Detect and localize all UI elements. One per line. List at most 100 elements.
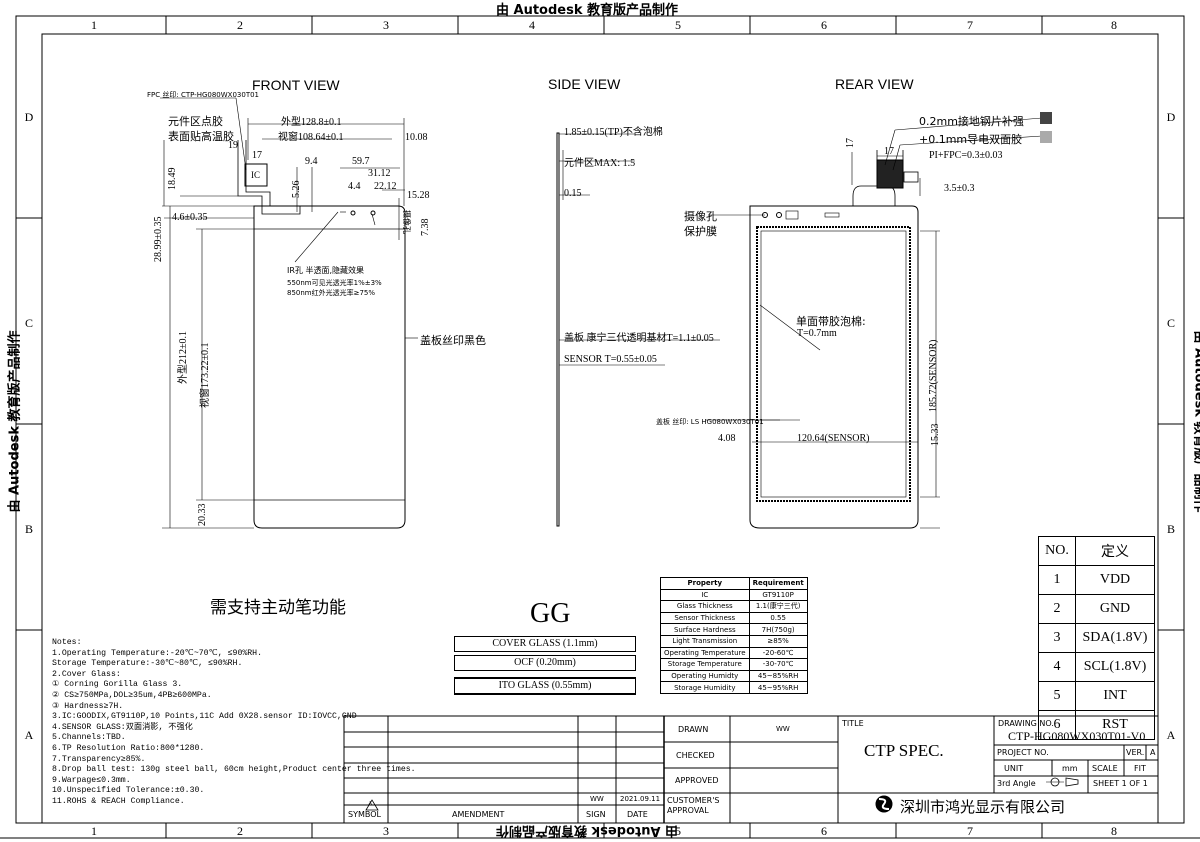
rear-dim-17b: 17 bbox=[884, 146, 894, 157]
title-label: TITLE bbox=[842, 719, 864, 728]
rear-cover-print: 盖板 丝印: LS HG080WX030T01 bbox=[656, 418, 764, 426]
rear-protective-film: 保护膜 bbox=[684, 225, 717, 238]
note-line: 11.ROHS & REACH Compliance. bbox=[52, 796, 185, 806]
pin-name: RST bbox=[1075, 710, 1155, 740]
rear-foam-note: 单面带胶泡棉: bbox=[796, 315, 866, 328]
drawn-by: WW bbox=[776, 725, 790, 733]
note-line: 4.SENSOR GLASS:双面消影, 不强化 bbox=[52, 722, 193, 732]
outer-width-dim: 外型128.8±0.1 bbox=[281, 117, 342, 128]
date-header: DATE bbox=[627, 810, 648, 819]
scale-label: SCALE bbox=[1092, 764, 1118, 773]
rear-pi-fpc: PI+FPC=0.3±0.03 bbox=[929, 150, 1003, 161]
grid-col-6: 6 bbox=[821, 18, 827, 32]
drawn-label: DRAWN bbox=[678, 725, 709, 734]
table-row: Operating Temperature-20-60℃ bbox=[660, 646, 808, 660]
watermark-top: 由 Autodesk 教育版产品制作 bbox=[496, 3, 679, 18]
grid-col-8: 8 bbox=[1111, 18, 1117, 32]
rear-conductive-tape-note: +0.1mm导电双面胶 bbox=[919, 133, 1023, 146]
grid-col-1: 1 bbox=[91, 18, 97, 32]
side-total-thickness: 1.85±0.15(TP)不含泡棉 bbox=[564, 127, 663, 138]
grid-row-c: C bbox=[24, 316, 33, 330]
grid-row-b: B bbox=[24, 522, 33, 536]
table-row: Light Transmission≥85% bbox=[660, 634, 808, 648]
table-header-row: Property Requirement bbox=[660, 577, 808, 590]
note-line: 10.Unspecified Tolerance:±0.30. bbox=[52, 786, 205, 796]
note-line: 5.Channels:TBD. bbox=[52, 733, 126, 743]
grid-row-d: D bbox=[24, 110, 34, 124]
pin-name: INT bbox=[1075, 681, 1155, 711]
note-line: ③ Hardness≥7H. bbox=[52, 701, 124, 711]
dim-59-7: 59.7 bbox=[352, 156, 370, 167]
rear-sensor-width: 120.64(SENSOR) bbox=[797, 433, 870, 444]
note-line: Storage Temperature:-30℃~80℃, ≤90%RH. bbox=[52, 659, 243, 669]
table-cell: Sensor Thickness bbox=[660, 611, 750, 625]
revision-sign: WW bbox=[590, 795, 604, 803]
grid-col-7-bottom: 7 bbox=[967, 824, 973, 838]
version-value: A bbox=[1150, 748, 1156, 757]
approval-label: APPROVAL bbox=[667, 806, 709, 815]
dim-10-08: 10.08 bbox=[405, 132, 428, 143]
pin-name: SDA(1.8V) bbox=[1075, 623, 1155, 653]
grid-row-d-right: D bbox=[1166, 110, 1176, 124]
table-cell: 45~85%RH bbox=[748, 669, 808, 683]
side-cover-glass: 盖板 康宁三代透明基材T=1.1±0.05 bbox=[564, 333, 714, 344]
grid-col-2-bottom: 2 bbox=[237, 824, 243, 838]
grid-col-5: 5 bbox=[675, 18, 681, 32]
projection-angle: 3rd Angle bbox=[997, 779, 1036, 788]
drawing-title: CTP SPEC. bbox=[864, 741, 944, 760]
grid-col-4: 4 bbox=[529, 18, 535, 32]
company-name: 深圳市鸿光显示有限公司 bbox=[900, 798, 1066, 816]
sign-header: SIGN bbox=[586, 810, 606, 819]
ir-hole-note: IR孔 半透面,隐藏效果 bbox=[287, 266, 365, 275]
rear-view-title: REAR VIEW bbox=[835, 76, 914, 92]
grid-col-8-bottom: 8 bbox=[1111, 824, 1117, 838]
sheet-info: SHEET 1 OF 1 bbox=[1093, 779, 1148, 788]
dim-15-28: 15.28 bbox=[407, 190, 430, 201]
note-line: 3.IC:GOODIX,GT9110P,10 Points,11C Add 0X… bbox=[52, 712, 357, 722]
scale-value: FIT bbox=[1134, 764, 1146, 773]
table-cell: 1.1(康宁三代) bbox=[748, 600, 808, 613]
rear-camera-hole: 摄像孔 bbox=[684, 210, 717, 223]
note-line: 7.Transparency≥85%. bbox=[52, 754, 146, 764]
table-cell: GT9110P bbox=[748, 588, 808, 602]
table-header: 定义 bbox=[1075, 536, 1155, 566]
grid-row-b-right: B bbox=[1166, 522, 1175, 536]
note-line: 2.Cover Glass: bbox=[52, 669, 121, 679]
revision-date: 2021.09.11 bbox=[620, 795, 661, 803]
grid-col-2: 2 bbox=[237, 18, 243, 32]
note-line: Notes: bbox=[52, 638, 82, 647]
version-label: VER. bbox=[1126, 748, 1145, 757]
component-area-label: 元件区点胶 bbox=[168, 115, 223, 128]
ir-visible-note: 550nm可见光透光率1%±3% bbox=[287, 279, 382, 287]
cover-print-black: 盖板丝印黑色 bbox=[420, 334, 486, 347]
grid-col-1-bottom: 1 bbox=[91, 824, 97, 838]
side-view-title: SIDE VIEW bbox=[548, 76, 621, 92]
front-view-title: FRONT VIEW bbox=[252, 77, 340, 93]
amendment-header: AMENDMENT bbox=[452, 810, 505, 819]
table-cell: Storage Temperature bbox=[660, 658, 750, 671]
drawing-no-label: DRAWING NO. bbox=[998, 719, 1054, 728]
table-header: Property bbox=[660, 577, 750, 590]
dim-22-12: 22.12 bbox=[374, 181, 397, 192]
grid-col-3-bottom: 3 bbox=[383, 824, 389, 838]
active-pen-note: 需支持主动笔功能 bbox=[210, 598, 346, 618]
table-cell: -20-60℃ bbox=[748, 646, 808, 660]
table-cell: 7H(750g) bbox=[748, 623, 808, 636]
table-cell: 45~95%RH bbox=[748, 681, 808, 694]
pin-number: 2 bbox=[1038, 594, 1076, 624]
table-row: Storage Temperature-30-70℃ bbox=[660, 658, 808, 671]
note-line: 1.Operating Temperature:-20℃~70℃, ≤90%RH… bbox=[52, 648, 263, 658]
ir-infrared-note: 850nm红外光透光率≥75% bbox=[287, 289, 376, 297]
note-line: ② CS≥750MPa,DOL≥35um,4PB≥600MPa. bbox=[52, 690, 212, 700]
symbol-mark: A bbox=[368, 801, 373, 807]
